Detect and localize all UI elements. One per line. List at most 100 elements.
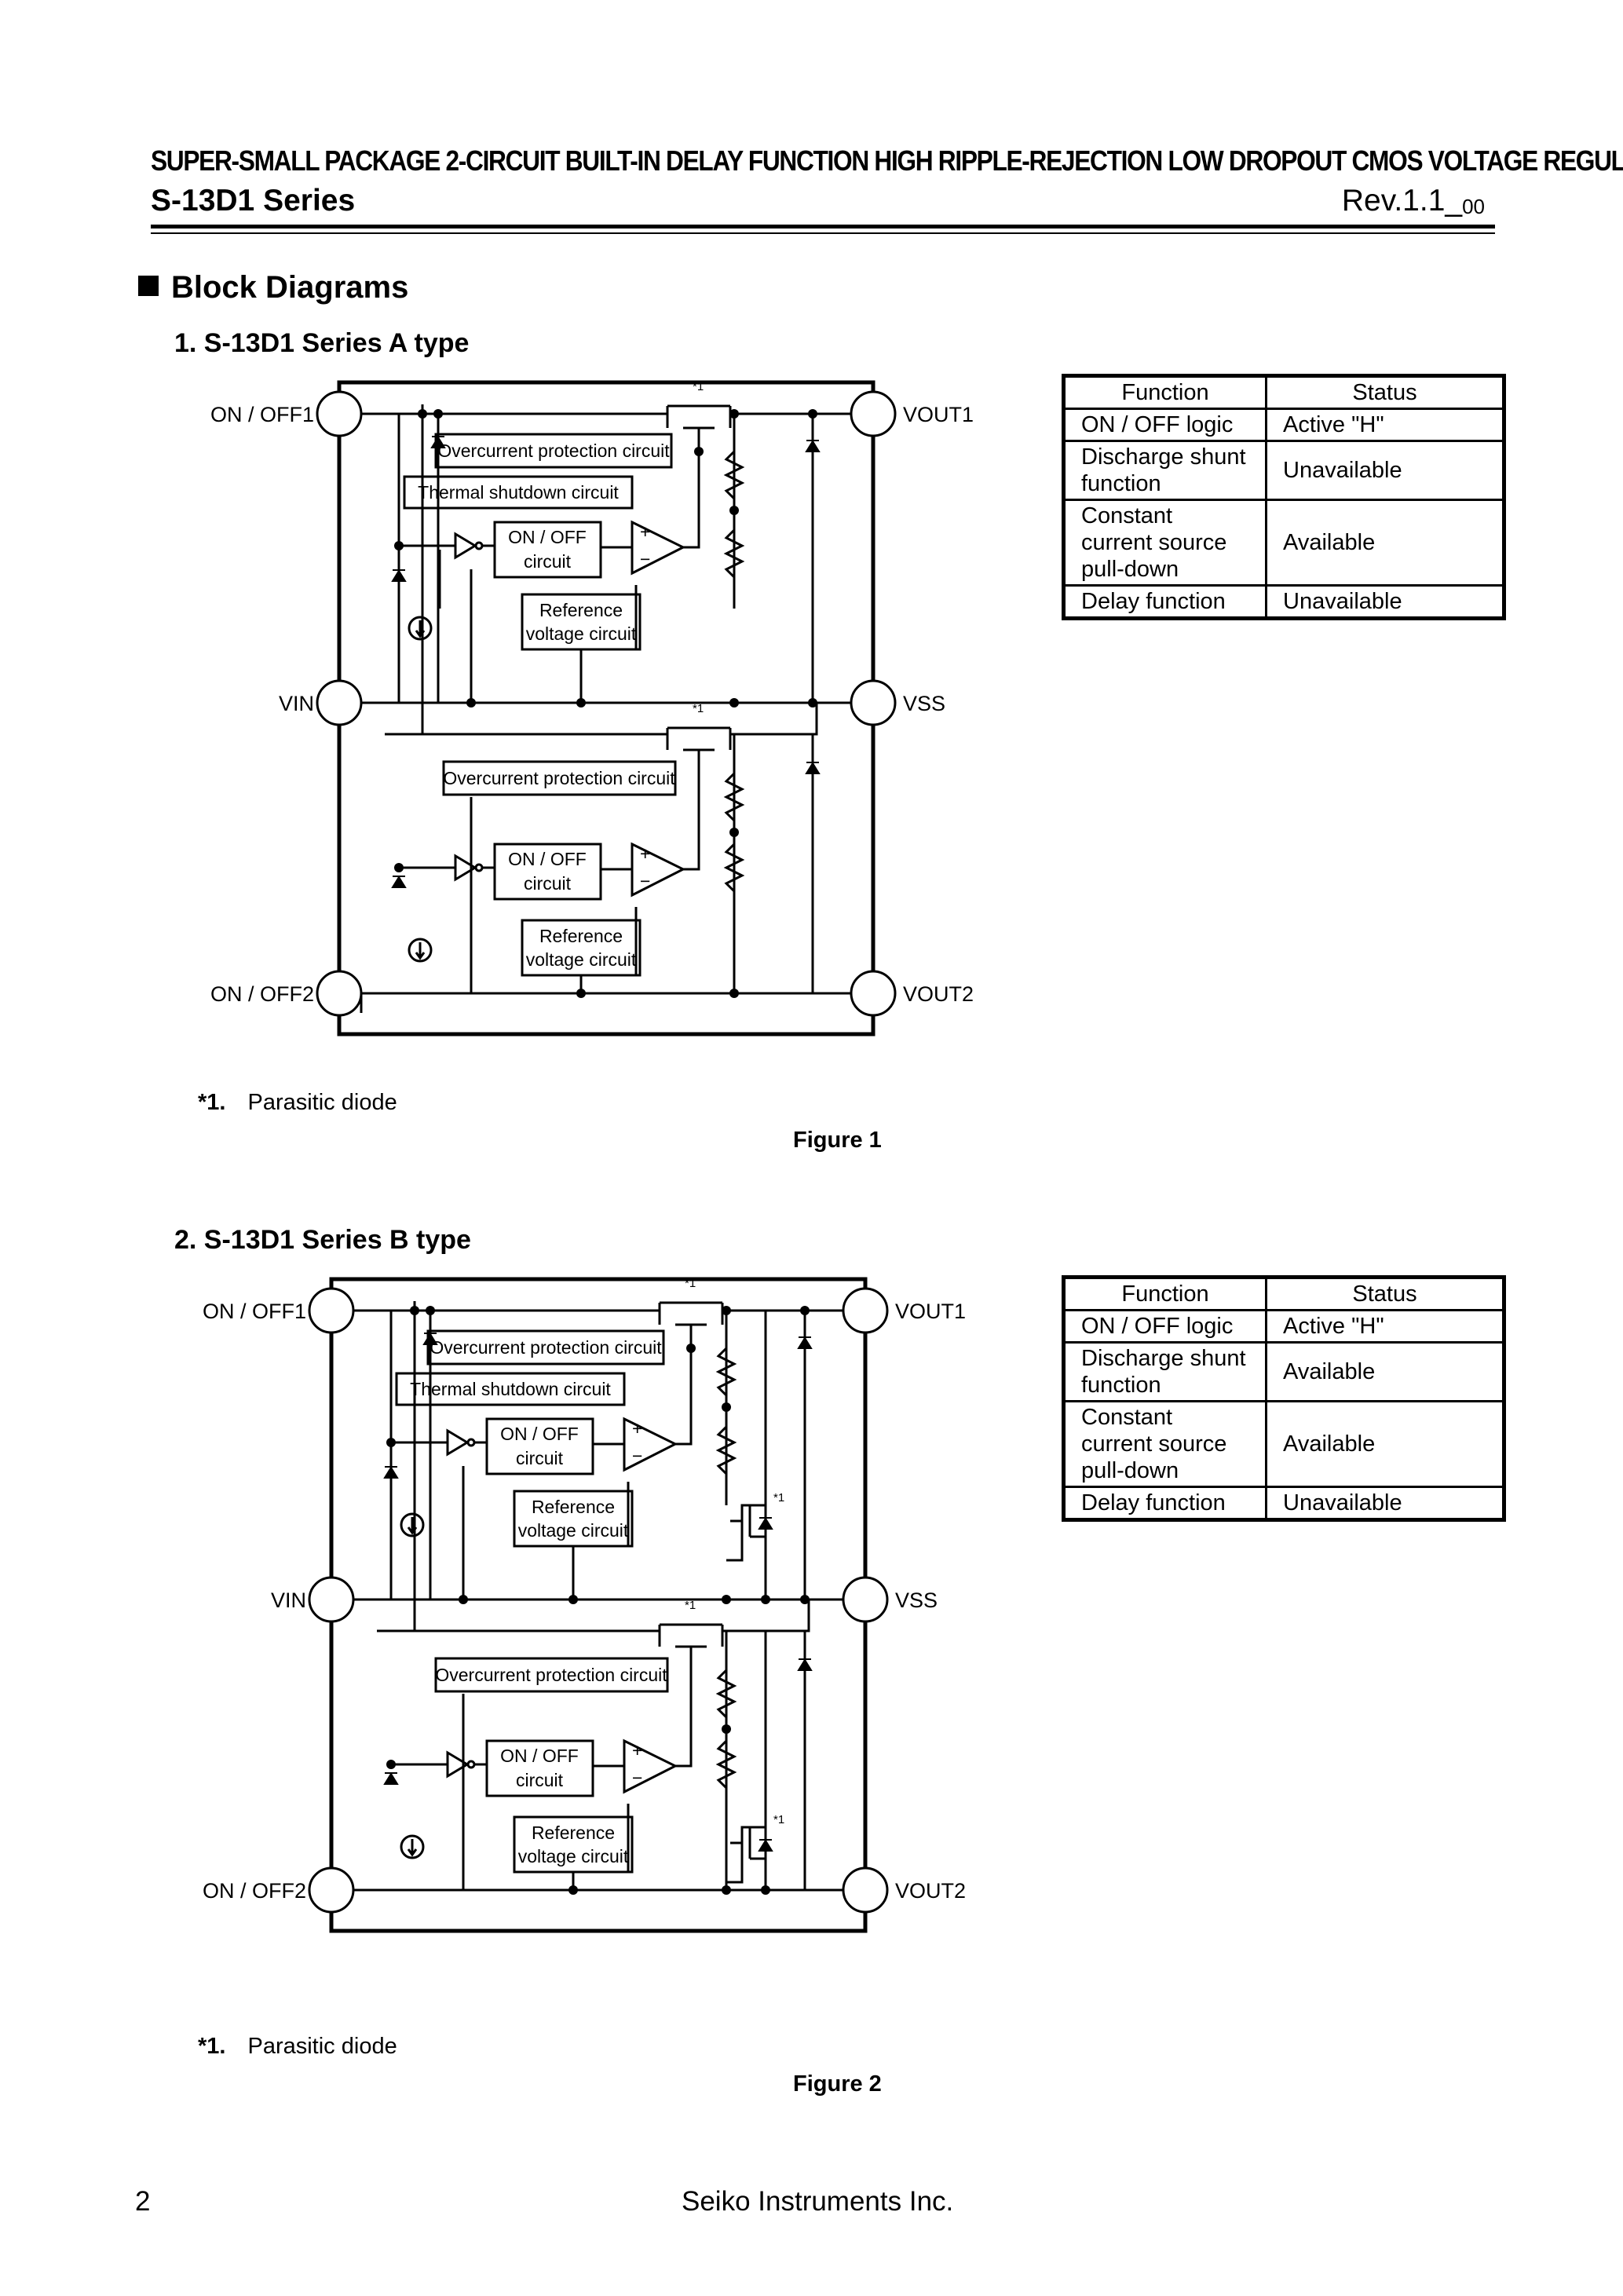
diode-4: [805, 762, 821, 774]
overcurrent-block-1: [426, 1329, 665, 1366]
table-cell: Delay function: [1062, 584, 1268, 620]
table-cell: Discharge shunt function: [1062, 440, 1268, 501]
pin-label-on-off1: ON / OFF1: [210, 403, 314, 426]
shunt-transistor-1: [726, 1504, 766, 1562]
diode-5: [422, 1333, 438, 1345]
label-thermal: Thermal shutdown circuit: [410, 1379, 611, 1399]
pin-label-on-off2: ON / OFF2: [203, 1879, 306, 1903]
label-ref-1a: Reference: [532, 1497, 615, 1517]
table-cell: Available: [1265, 499, 1505, 587]
pin-on-off2: [308, 1866, 355, 1914]
footnote-b: *1.Parasitic diode: [198, 2034, 397, 2060]
pin-label-vss: VSS: [903, 692, 945, 715]
label-onoff-1a: ON / OFF: [500, 1424, 579, 1444]
shunt-transistor-2: [726, 1826, 766, 1884]
resistor-2a: [715, 1669, 737, 1719]
pass-transistor-1: [666, 404, 732, 452]
amp-minus-2: −: [640, 871, 650, 891]
footnote-text-a: Parasitic diode: [247, 1090, 397, 1115]
label-thermal: Thermal shutdown circuit: [418, 482, 619, 503]
section-heading-text: Block Diagrams: [171, 270, 409, 305]
revision-main: Rev.1.1_: [1341, 184, 1463, 218]
diode-2: [383, 1772, 399, 1785]
thermal-block: [403, 475, 634, 510]
amp-plus-2: +: [632, 1740, 642, 1760]
pass-transistor-1: [658, 1301, 724, 1348]
label-ref-2b: voltage circuit: [526, 949, 637, 970]
block-diagram-b: ON / OFF1 VIN ON / OFF2 VOUT1 VSS VOUT2 …: [203, 1277, 966, 1933]
label-overcurrent-1: Overcurrent protection circuit: [437, 441, 670, 461]
table-cell: Delay function: [1062, 1486, 1268, 1521]
label-ref-2b: voltage circuit: [518, 1846, 629, 1866]
onoff-block-1: [485, 1417, 594, 1475]
pin-vout1: [850, 390, 897, 437]
overcurrent-block-2: [442, 760, 677, 796]
pin-on-off1: [308, 1287, 355, 1334]
footnote-marker-a: *1.: [198, 1090, 226, 1115]
pin-label-vin: VIN: [271, 1589, 306, 1612]
label-onoff-2b: circuit: [524, 873, 572, 894]
pin-label-on-off2: ON / OFF2: [210, 982, 314, 1006]
label-onoff-1b: circuit: [524, 551, 572, 572]
document-title: SUPER-SMALL PACKAGE 2-CIRCUIT BUILT-IN D…: [151, 144, 1623, 177]
resistor-2b: [723, 843, 745, 893]
current-source-2: [408, 938, 433, 963]
pin-vss: [850, 679, 897, 726]
label-overcurrent-2: Overcurrent protection circuit: [435, 1665, 667, 1685]
diode-6: [758, 1517, 773, 1530]
pin-on-off2: [316, 970, 363, 1017]
table-b-header-status: Status: [1265, 1276, 1505, 1311]
pin-vout2: [842, 1866, 889, 1914]
resistor-2b: [715, 1739, 737, 1790]
thermal-block: [395, 1372, 626, 1406]
header-rule-thin: [151, 232, 1495, 234]
footer-company: Seiko Instruments Inc.: [682, 2186, 954, 2217]
pin-label-vout2: VOUT2: [903, 982, 974, 1006]
overcurrent-block-2: [434, 1657, 669, 1693]
amp-plus-1: +: [640, 521, 650, 542]
resistor-2a: [723, 772, 745, 822]
resistor-1a: [723, 450, 745, 500]
label-ref-2a: Reference: [539, 926, 623, 946]
overcurrent-block-1: [434, 433, 673, 469]
resistor-1b: [723, 528, 745, 579]
diode-3: [797, 1336, 813, 1349]
figure-caption-2: Figure 2: [793, 2071, 882, 2097]
diode-mark-2: *1: [685, 1599, 696, 1612]
table-cell: Active "H": [1265, 1309, 1505, 1344]
amp-minus-1: −: [640, 549, 650, 569]
current-source-1: [400, 1512, 425, 1537]
resistor-1a: [715, 1347, 737, 1397]
diode-5: [430, 436, 446, 448]
amp-minus-1: −: [632, 1446, 642, 1466]
footnote-text-b: Parasitic diode: [247, 2034, 397, 2059]
pin-vss: [842, 1576, 889, 1623]
onoff-block-2: [485, 1739, 594, 1797]
table-cell: Active "H": [1265, 408, 1505, 442]
table-a-header-function: Function: [1062, 375, 1268, 410]
onoff-block-2: [493, 843, 602, 901]
table-b-header-function: Function: [1062, 1276, 1268, 1311]
pin-vout2: [850, 970, 897, 1017]
resistor-1b: [715, 1425, 737, 1475]
label-onoff-2a: ON / OFF: [500, 1746, 579, 1766]
diode-mark-1: *1: [693, 380, 704, 393]
label-overcurrent-1: Overcurrent protection circuit: [430, 1337, 662, 1358]
square-bullet-icon: [138, 276, 159, 296]
pin-vout1: [842, 1287, 889, 1334]
subheading-a-type: 1. S-13D1 Series A type: [174, 328, 470, 358]
amp-plus-1: +: [632, 1418, 642, 1439]
label-onoff-2b: circuit: [516, 1770, 564, 1790]
table-cell: Available: [1265, 1400, 1505, 1488]
pin-label-vin: VIN: [279, 692, 314, 715]
revision-label: Rev.1.1_00: [1342, 184, 1485, 219]
diode-mark-2: *1: [693, 702, 704, 715]
table-cell: Constant current source pull-down: [1062, 1400, 1268, 1488]
